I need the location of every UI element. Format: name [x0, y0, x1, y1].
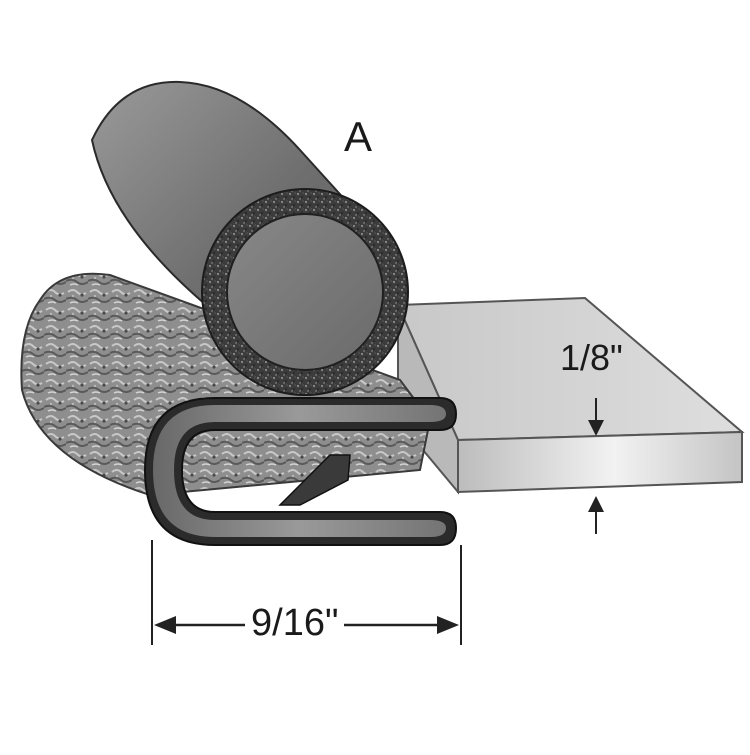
- trim-channel: [143, 397, 458, 546]
- metal-flange: [396, 296, 745, 495]
- bulb-seal: [90, 80, 409, 396]
- thickness-label: 1/8": [560, 337, 623, 378]
- bulb-hollow: [226, 213, 384, 371]
- thickness-dimension: [588, 398, 604, 534]
- width-label: 9/16": [245, 604, 345, 642]
- textured-grip: [20, 272, 432, 497]
- callout-a-label: A: [344, 113, 373, 160]
